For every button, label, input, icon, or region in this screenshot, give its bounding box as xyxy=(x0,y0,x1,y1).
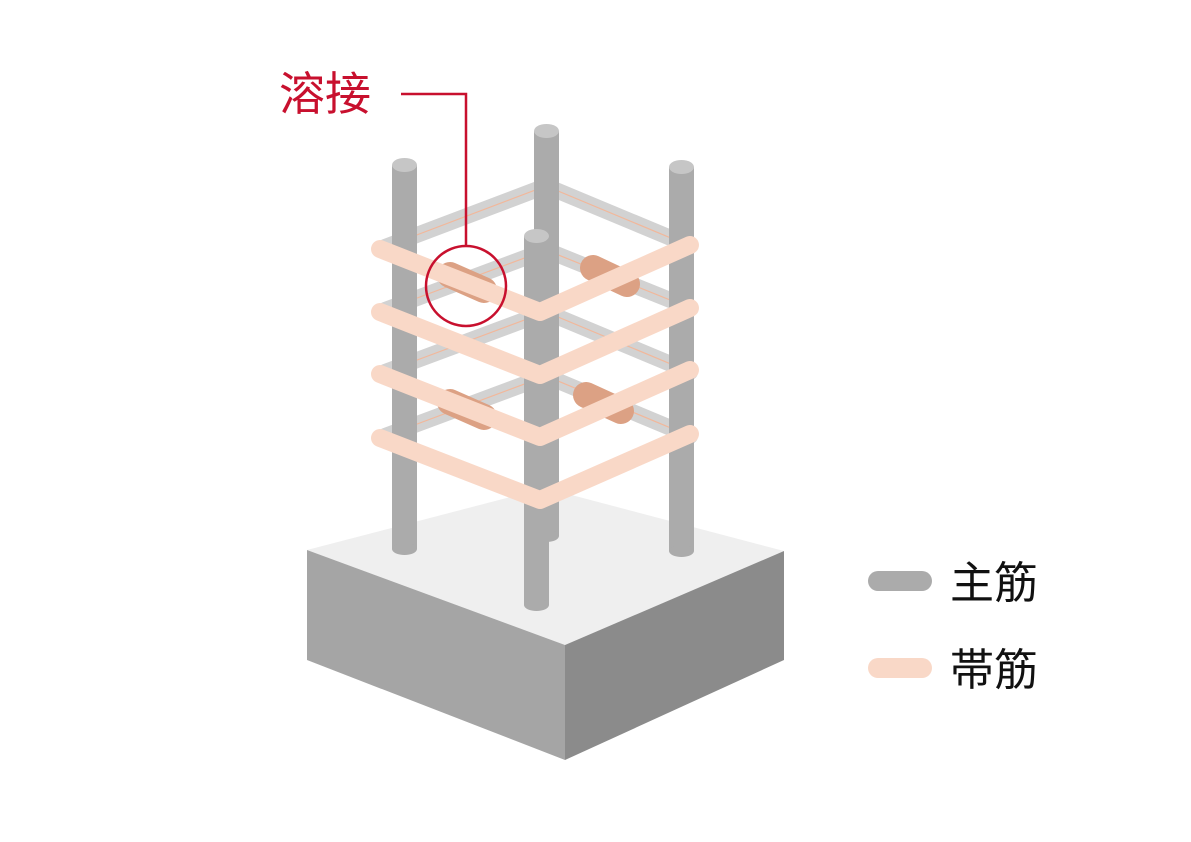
callout-leader-line xyxy=(401,92,468,247)
hoop xyxy=(371,361,699,446)
legend-label-main-bar: 主筋 xyxy=(950,558,1038,609)
footing-left-face xyxy=(307,550,565,760)
footing-right-face xyxy=(565,551,784,760)
callout-label: 溶接 xyxy=(279,67,371,121)
weld-callout xyxy=(401,92,508,328)
legend xyxy=(868,571,932,678)
main-bar-right xyxy=(669,160,694,557)
main-bar-front xyxy=(524,229,549,611)
main-bar-left xyxy=(392,158,417,555)
front-hoops xyxy=(371,236,699,509)
callout-circle xyxy=(424,244,508,328)
hoop xyxy=(371,299,699,384)
hoop xyxy=(371,236,699,321)
legend-label-hoop: 帯筋 xyxy=(950,645,1038,696)
hoop xyxy=(371,425,699,509)
